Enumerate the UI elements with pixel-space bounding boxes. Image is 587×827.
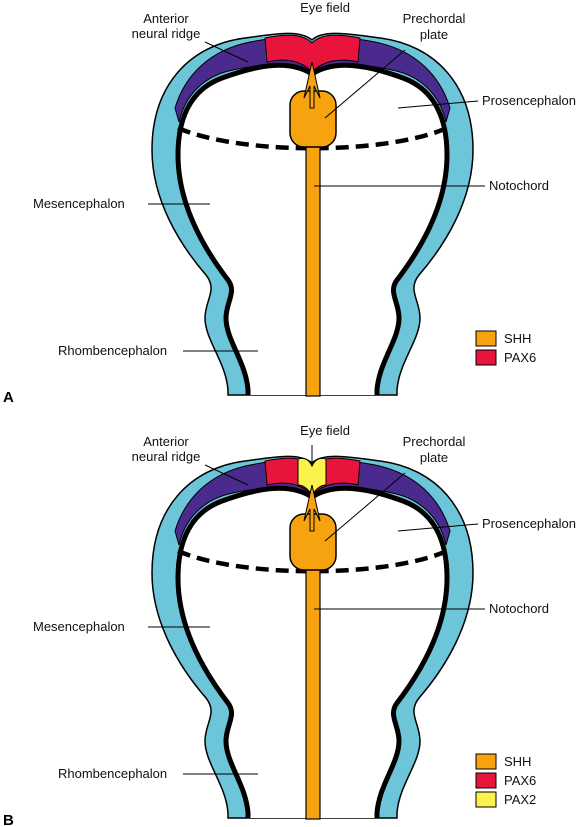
leader-lines [148, 445, 485, 775]
notochord-label: Notochord [489, 178, 549, 193]
legend-shh-swatch [475, 330, 497, 347]
rhombencephalon-label: Rhombencephalon [58, 343, 167, 358]
panel-letter-b: B [3, 812, 14, 827]
prechordal-plate-label-2: plate [420, 450, 448, 465]
anterior-neural-ridge-label-2: neural ridge [132, 449, 201, 464]
prechordal-plate-label-1: Prechordal [403, 434, 466, 449]
mesencephalon-label: Mesencephalon [33, 196, 125, 211]
anterior-neural-ridge-label-2: neural ridge [132, 26, 201, 41]
notochord [305, 562, 321, 820]
mesencephalon-label: Mesencephalon [33, 619, 125, 634]
anterior-neural-ridge-label-1: Anterior [143, 434, 189, 449]
legend-pax2-swatch [475, 791, 497, 808]
rhombencephalon-label: Rhombencephalon [58, 766, 167, 781]
prosencephalon-label: Prosencephalon [482, 93, 576, 108]
legend-pax2-label: PAX2 [504, 792, 536, 807]
legend-shh-label: SHH [504, 754, 531, 769]
legend-pax6-swatch [475, 772, 497, 789]
legend-b: SHH PAX6 PAX2 [475, 753, 536, 808]
shh-signal-arrow [303, 61, 321, 109]
anterior-neural-ridge-label-1: Anterior [143, 11, 189, 26]
prosencephalon-mesencephalon-boundary [177, 125, 448, 151]
leader-lines [148, 41, 485, 352]
eye-field-label: Eye field [300, 423, 350, 438]
eye-field-label: Eye field [300, 0, 350, 15]
prechordal-plate-label-1: Prechordal [403, 11, 466, 26]
legend-shh-swatch [475, 753, 497, 770]
legend-pax6-label: PAX6 [504, 350, 536, 365]
shh-signal-arrow [303, 484, 321, 532]
legend-a: SHH PAX6 [475, 330, 536, 366]
legend-pax6-swatch [475, 349, 497, 366]
panel-b: Anterior neural ridge Eye field Prechord… [3, 423, 576, 827]
legend-shh-label: SHH [504, 331, 531, 346]
prosencephalon-label: Prosencephalon [482, 516, 576, 531]
panel-a: Anterior neural ridge Eye field Prechord… [3, 0, 576, 406]
panel-letter-a: A [3, 389, 14, 406]
legend-pax6-label: PAX6 [504, 773, 536, 788]
prechordal-plate-label-2: plate [420, 27, 448, 42]
notochord-label: Notochord [489, 601, 549, 616]
notochord [305, 139, 321, 397]
prosencephalon-mesencephalon-boundary [177, 548, 448, 574]
